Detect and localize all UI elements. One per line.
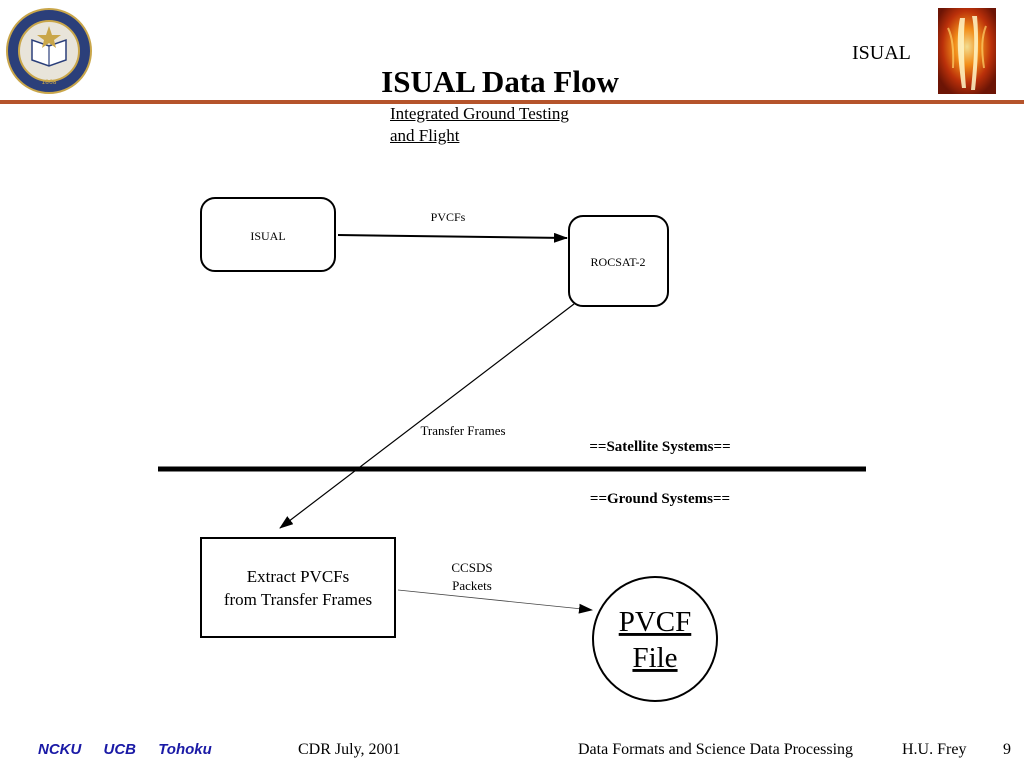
pvcfs-arrow xyxy=(337,232,568,243)
footer-organizations: NCKU UCB Tohoku xyxy=(38,741,230,758)
satellite-systems-label: ==Satellite Systems== xyxy=(589,439,730,455)
transfer-frames-arrow xyxy=(279,303,575,529)
footer-event: CDR July, 2001 xyxy=(298,741,401,758)
svg-text:1868: 1868 xyxy=(41,79,56,86)
ccsds-packets-arrow xyxy=(397,589,593,614)
pvcfs-label: PVCFs xyxy=(431,210,466,224)
extract-pvcfs-node: Extract PVCFs from Transfer Frames xyxy=(200,537,396,638)
header-label: ISUAL xyxy=(852,42,911,64)
page-title: ISUAL Data Flow xyxy=(381,64,619,99)
transfer-frames-label: Transfer Frames xyxy=(420,423,505,438)
isual-node-label: ISUAL xyxy=(250,229,285,243)
org-ncku: NCKU xyxy=(38,741,82,758)
org-ucb: UCB xyxy=(103,741,137,758)
subtitle-line-2: and Flight xyxy=(390,126,460,145)
rocsat-node: ROCSAT-2 xyxy=(568,215,669,307)
extract-line-1: Extract PVCFs xyxy=(247,567,349,586)
rocsat-node-label: ROCSAT-2 xyxy=(591,255,646,269)
pvcf-line-2: File xyxy=(632,642,677,674)
ground-systems-label: ==Ground Systems== xyxy=(590,491,730,507)
extract-line-2: from Transfer Frames xyxy=(224,590,372,609)
footer-topic: Data Formats and Science Data Processing xyxy=(578,741,854,758)
university-seal-logo: 1868 xyxy=(6,8,92,94)
pvcf-file-node: PVCF File xyxy=(592,576,718,702)
subtitle-line-1: Integrated Ground Testing xyxy=(390,104,569,123)
page-subtitle: Integrated Ground Testing and Flight xyxy=(390,103,569,147)
isual-node: ISUAL xyxy=(200,197,336,272)
ccsds-label-line-1: CCSDS xyxy=(451,560,492,575)
pvcf-line-1: PVCF xyxy=(619,606,692,638)
footer-page-number: 9 xyxy=(1003,741,1011,758)
ccsds-label-line-2: Packets xyxy=(452,578,492,593)
sprite-image xyxy=(938,8,996,94)
footer-author: H.U. Frey xyxy=(902,741,967,758)
org-tohoku: Tohoku xyxy=(158,741,212,758)
header-divider xyxy=(0,100,1024,104)
